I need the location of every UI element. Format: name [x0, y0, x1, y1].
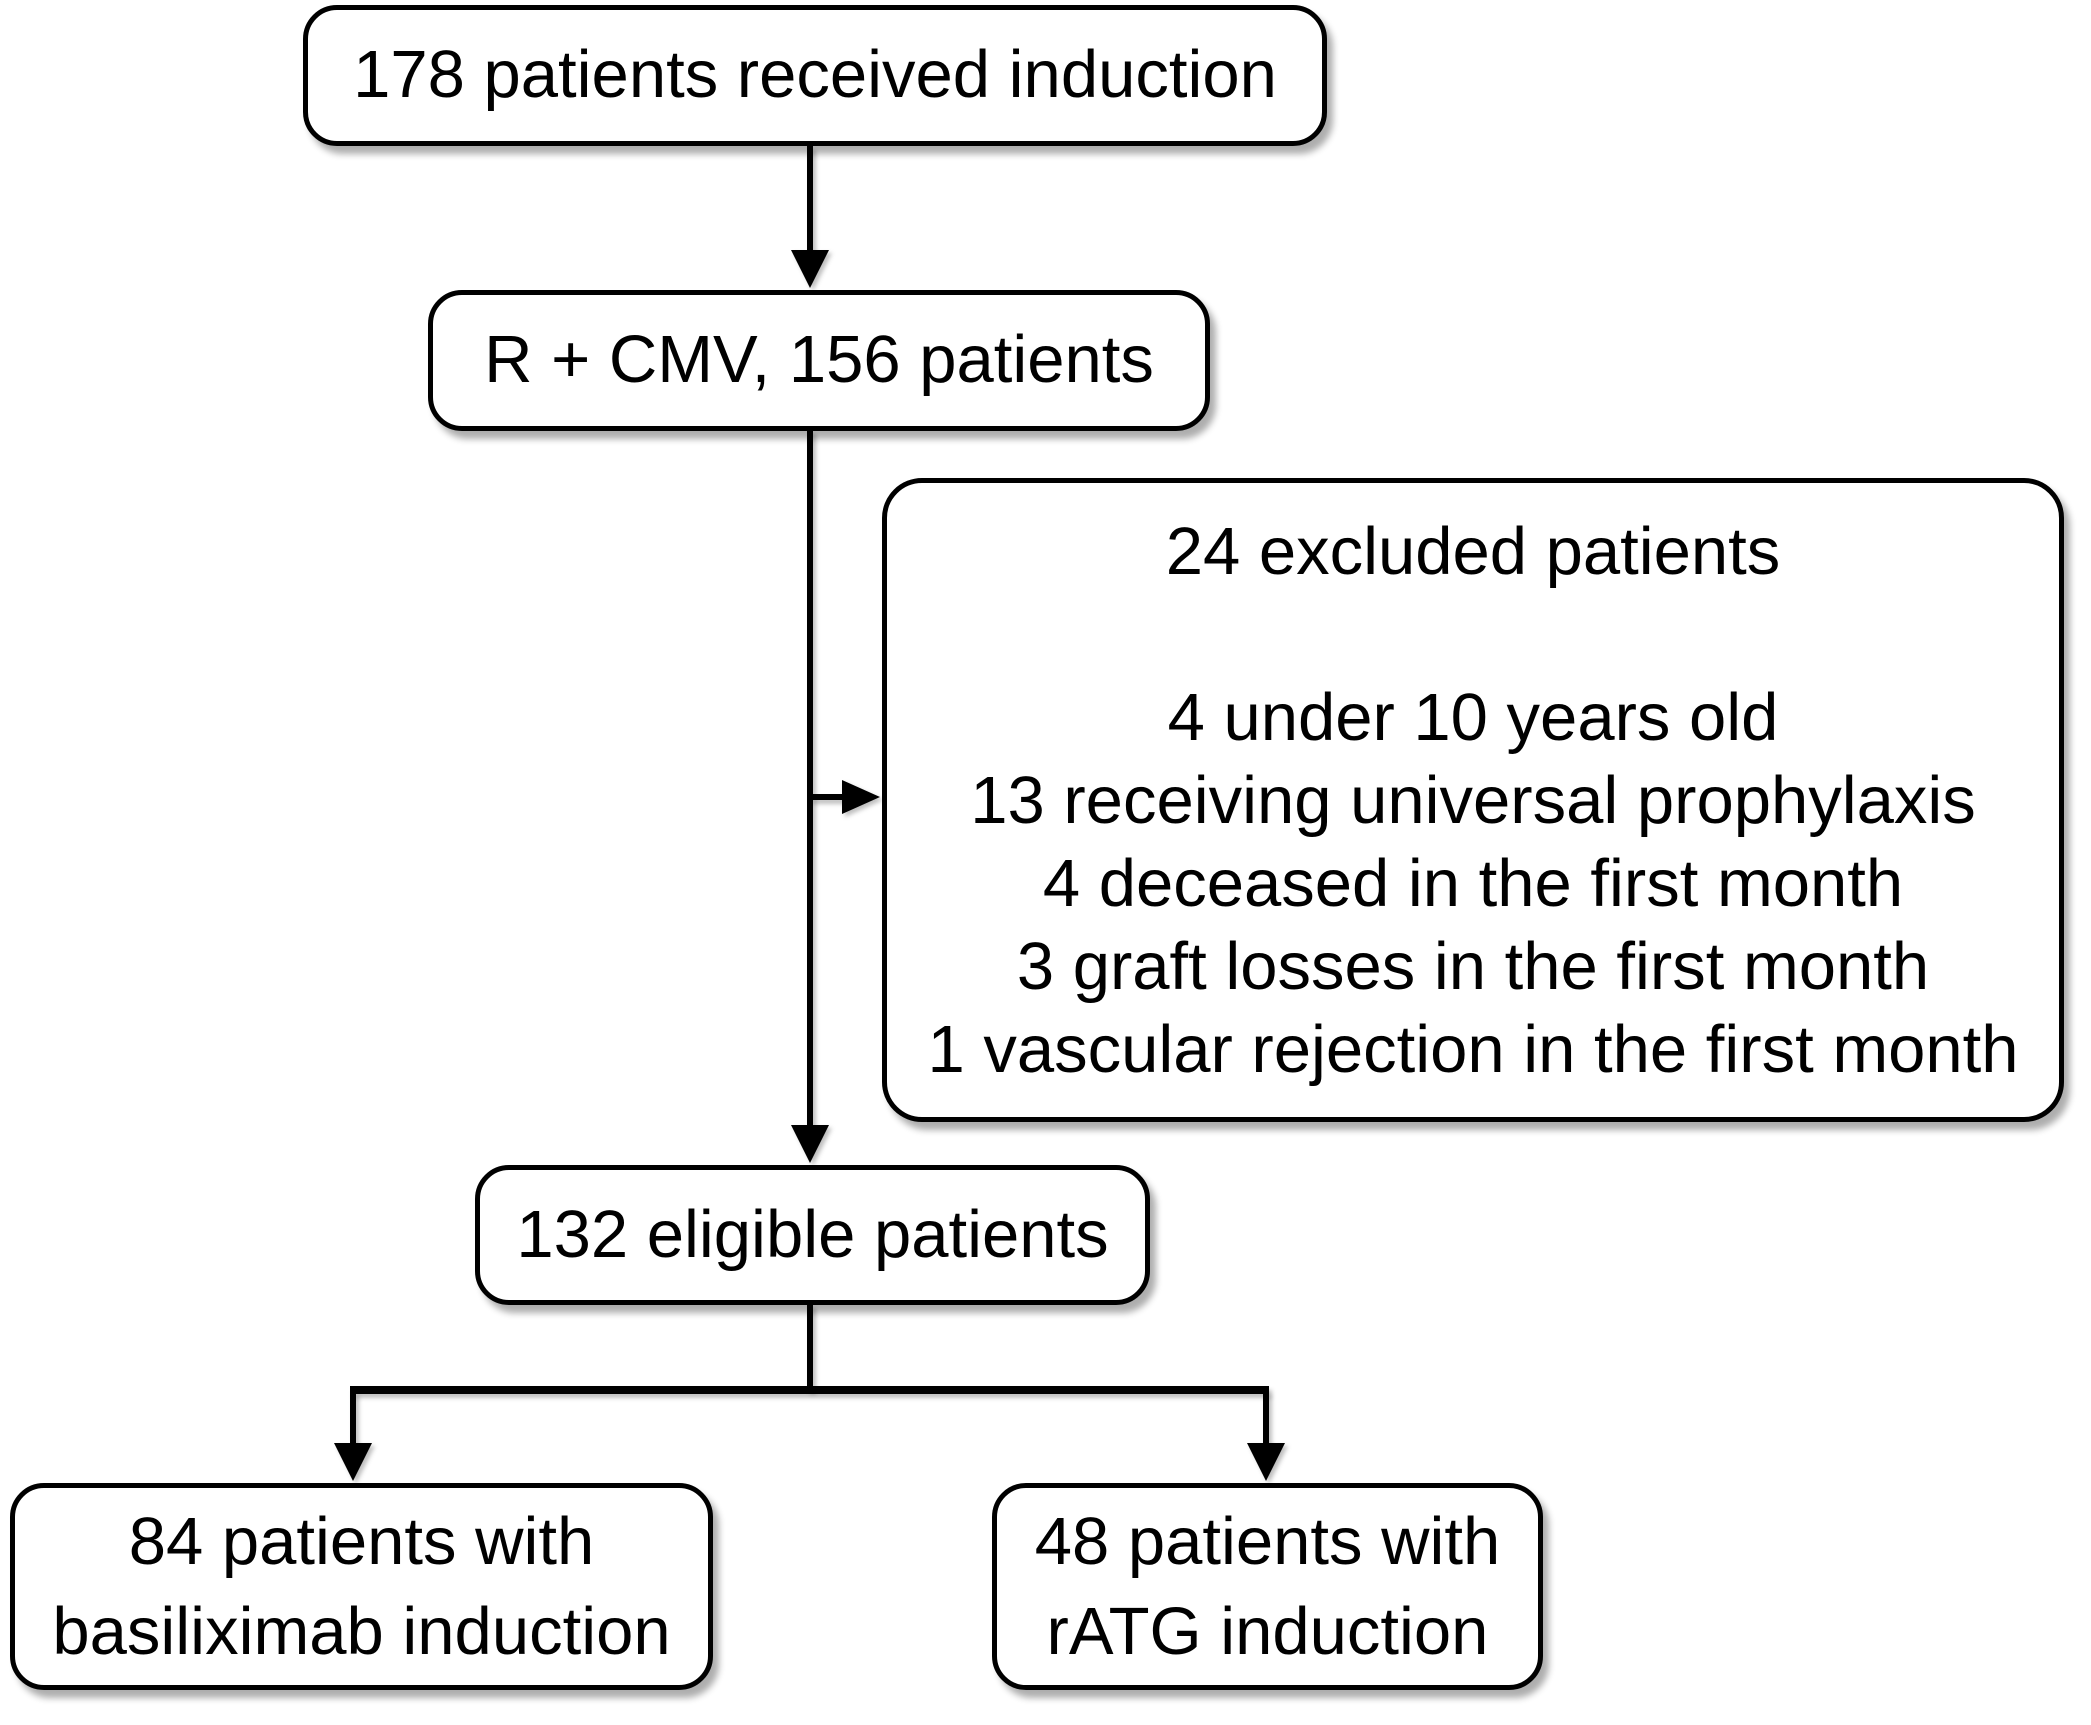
- excluded-item-deceased: 4 deceased in the first month: [1042, 845, 1904, 921]
- box-excluded-patients: 24 excluded patients 4 under 10 years ol…: [882, 478, 2064, 1122]
- excluded-item-prophylaxis: 13 receiving universal prophylaxis: [970, 762, 1976, 838]
- box-r-cmv: R + CMV, 156 patients: [428, 290, 1210, 431]
- box-received-induction-label: 178 patients received induction: [353, 37, 1277, 113]
- box-r-cmv-label: R + CMV, 156 patients: [484, 322, 1154, 398]
- box-eligible-patients: 132 eligible patients: [475, 1165, 1150, 1305]
- arrowhead-down-ratg-icon: [1247, 1443, 1285, 1481]
- box-eligible-patients-label: 132 eligible patients: [516, 1196, 1109, 1272]
- connector-split-to-basiliximab: [350, 1392, 356, 1444]
- box-ratg-line1: 48 patients with: [1034, 1503, 1501, 1579]
- box-basiliximab-induction: 84 patients with basiliximab induction: [10, 1483, 713, 1690]
- connector-received-to-rcmv: [807, 146, 813, 256]
- box-received-induction: 178 patients received induction: [303, 5, 1327, 146]
- arrowhead-down-eligible-icon: [791, 1125, 829, 1163]
- connector-split-to-ratg: [1263, 1392, 1269, 1444]
- split-bar: [350, 1386, 1269, 1394]
- excluded-item-under10: 4 under 10 years old: [1167, 679, 1779, 755]
- arrowhead-down-rcmv-icon: [791, 250, 829, 288]
- connector-rcmv-to-eligible: [807, 430, 813, 1125]
- connector-eligible-to-split: [807, 1304, 813, 1390]
- box-basiliximab-line1: 84 patients with: [128, 1503, 595, 1579]
- excluded-item-graft-losses: 3 graft losses in the first month: [1016, 928, 1930, 1004]
- box-ratg-line2: rATG induction: [1046, 1593, 1489, 1669]
- excluded-heading: 24 excluded patients: [1165, 513, 1781, 589]
- connector-spine-to-excluded: [810, 794, 844, 800]
- box-basiliximab-line2: basiliximab induction: [52, 1593, 671, 1669]
- excluded-item-vascular-rejection: 1 vascular rejection in the first month: [927, 1011, 2019, 1087]
- arrowhead-down-basiliximab-icon: [334, 1443, 372, 1481]
- box-ratg-induction: 48 patients with rATG induction: [992, 1483, 1543, 1690]
- arrowhead-right-excluded-icon: [842, 780, 880, 814]
